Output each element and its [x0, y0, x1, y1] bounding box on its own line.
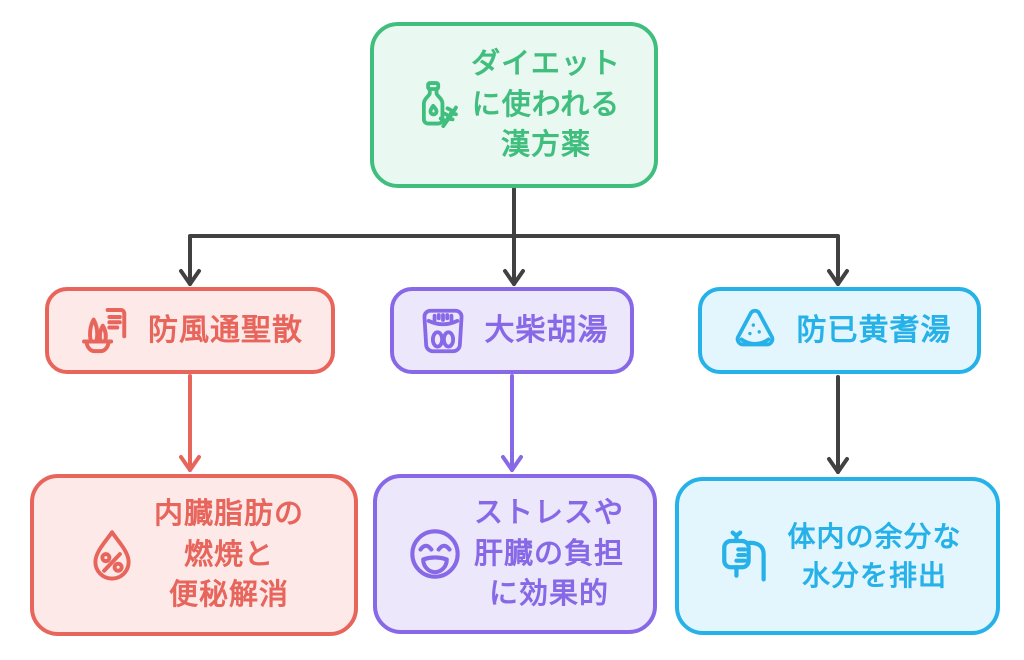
laughing-face-icon [406, 525, 464, 583]
potted-herbs-note-icon [77, 303, 133, 359]
medicine-bottle-herb-icon [407, 75, 461, 135]
arrowhead-left [179, 269, 201, 286]
effect-node-boiogito: 体内の余分な 水分を排出 [675, 477, 1000, 635]
branch-label: 防風通聖散 [148, 313, 303, 347]
watermelon-slice-icon [728, 304, 782, 358]
iv-drip-icon [713, 524, 773, 588]
purple-arrowhead [501, 455, 523, 472]
effect-label: 内臓脂肪の 燃焼と 便秘解消 [153, 498, 304, 612]
branch-node-bofutsushosan: 防風通聖散 [45, 287, 335, 374]
branch-node-boiogito: 防已黄耆湯 [698, 287, 981, 374]
tree-connector [179, 187, 849, 286]
branch-rail-line [188, 234, 840, 286]
effect-node-daisaikoto: ストレスや 肝臓の負担 に効果的 [373, 474, 657, 634]
effect-node-bofutsushosan: 内臓脂肪の 燃焼と 便秘解消 [30, 474, 358, 636]
weight-scale-icon [416, 304, 470, 358]
arrowhead-middle [503, 269, 525, 286]
red-arrowhead [179, 455, 201, 472]
effect-label: 体内の余分な 水分を排出 [787, 520, 962, 591]
root-node: ダイエット に使われる 漢方薬 [370, 22, 658, 188]
root-label: ダイエット に使われる 漢方薬 [471, 48, 621, 162]
arrowhead-right [827, 269, 849, 286]
branch-label: 大柴胡湯 [484, 313, 609, 347]
effect-connectors [179, 374, 849, 474]
fat-percent-drop-icon [84, 525, 140, 585]
dark-arrowhead [827, 457, 849, 474]
branch-node-daisaikoto: 大柴胡湯 [390, 287, 634, 374]
effect-label: ストレスや 肝臓の負担 に効果的 [473, 497, 624, 611]
branch-label: 防已黄耆湯 [796, 313, 952, 347]
